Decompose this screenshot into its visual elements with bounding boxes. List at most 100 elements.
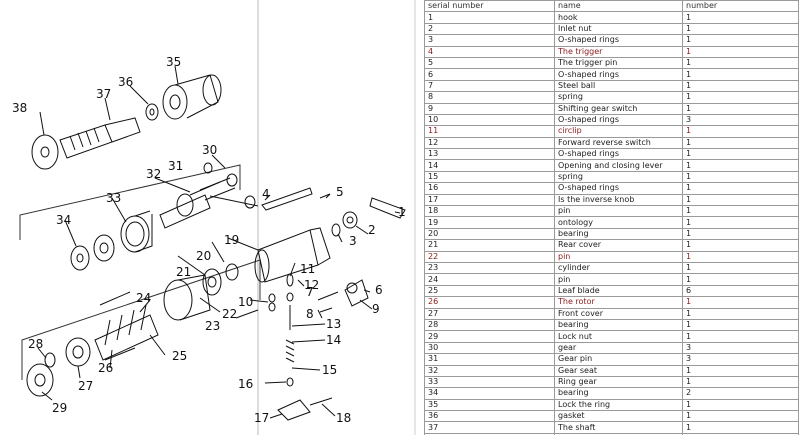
quantity-cell: 1 xyxy=(682,250,799,264)
name-cell: Steel ball xyxy=(554,79,683,93)
callout-38: 38 xyxy=(12,101,27,115)
callout-32: 32 xyxy=(146,167,161,181)
quantity-cell: 1 xyxy=(682,170,799,184)
quantity-cell: 1 xyxy=(682,261,799,275)
name-cell: Inlet nut xyxy=(554,22,683,36)
name-cell: Shifting gear switch xyxy=(554,102,683,115)
header-serial-number: serial number xyxy=(424,0,555,13)
name-cell: Lock nut xyxy=(554,330,683,343)
name-cell: O-shaped rings xyxy=(554,68,683,81)
quantity-cell: 1 xyxy=(682,102,799,115)
body-assembly xyxy=(254,187,406,421)
callout-33: 33 xyxy=(106,191,121,205)
name-cell: Front cover xyxy=(554,307,683,320)
serial-cell: 2 xyxy=(424,22,555,36)
name-cell: Gear seat xyxy=(554,364,683,377)
name-cell: The shaft xyxy=(554,421,683,434)
serial-cell: 14 xyxy=(424,159,555,172)
quantity-cell: 1 xyxy=(682,375,799,389)
name-cell: bearing xyxy=(554,318,683,332)
callout-16: 16 xyxy=(238,377,253,391)
callout-7: 7 xyxy=(306,285,314,299)
callout-30: 30 xyxy=(202,143,217,157)
name-cell: gear xyxy=(554,341,683,355)
serial-cell: 6 xyxy=(424,68,555,81)
serial-cell: 26 xyxy=(424,296,555,309)
serial-cell: 37 xyxy=(424,421,555,434)
name-cell: Opening and closing lever xyxy=(554,159,683,172)
quantity-cell: 1 xyxy=(682,227,799,241)
callout-14: 14 xyxy=(326,333,341,347)
callout-22: 22 xyxy=(222,307,237,321)
name-cell: spring xyxy=(554,91,683,104)
serial-cell: 36 xyxy=(424,410,555,423)
name-cell: Ring gear xyxy=(554,375,683,389)
name-cell: The trigger xyxy=(554,45,683,58)
quantity-cell: 1 xyxy=(682,56,799,70)
serial-cell: 21 xyxy=(424,239,555,252)
name-cell: Lock the ring xyxy=(554,398,683,412)
serial-cell: 20 xyxy=(424,227,555,241)
quantity-cell: 1 xyxy=(682,159,799,172)
serial-cell: 34 xyxy=(424,387,555,400)
quantity-cell: 1 xyxy=(682,22,799,36)
name-cell: The rotor xyxy=(554,296,683,309)
quantity-cell: 1 xyxy=(682,182,799,195)
callout-25: 25 xyxy=(172,349,187,363)
shaft-assembly xyxy=(31,74,222,170)
quantity-cell: 1 xyxy=(682,273,799,286)
callout-31: 31 xyxy=(168,159,183,173)
callout-36: 36 xyxy=(118,75,133,89)
serial-cell: 23 xyxy=(424,261,555,275)
serial-cell: 22 xyxy=(424,250,555,264)
name-cell: Is the inverse knob xyxy=(554,193,683,207)
callout-19: 19 xyxy=(224,233,239,247)
callout-35: 35 xyxy=(166,55,181,69)
quantity-cell: 2 xyxy=(682,387,799,400)
quantity-cell: 1 xyxy=(682,148,799,161)
serial-cell: 12 xyxy=(424,136,555,150)
name-cell: cylinder xyxy=(554,261,683,275)
exploded-parts-diagram: 1 2 3 4 5 6 7 8 9 10 11 12 13 14 15 16 1… xyxy=(12,0,416,435)
callout-9: 9 xyxy=(372,302,380,316)
quantity-cell: 1 xyxy=(682,193,799,207)
callout-29: 29 xyxy=(52,401,67,415)
name-cell: circlip xyxy=(554,125,683,138)
callout-18: 18 xyxy=(336,411,351,425)
callout-13: 13 xyxy=(326,317,341,331)
header-name: name xyxy=(554,0,683,13)
serial-cell: 27 xyxy=(424,307,555,320)
quantity-cell: 1 xyxy=(682,11,799,24)
quantity-cell: 1 xyxy=(682,410,799,423)
quantity-cell: 1 xyxy=(682,398,799,412)
serial-cell: 17 xyxy=(424,193,555,207)
serial-cell: 8 xyxy=(424,91,555,104)
serial-cell: 11 xyxy=(424,125,555,138)
quantity-cell: 1 xyxy=(682,421,799,434)
callout-26: 26 xyxy=(98,361,113,375)
name-cell: Leaf blade xyxy=(554,284,683,298)
callout-5: 5 xyxy=(336,185,344,199)
name-cell: The trigger pin xyxy=(554,56,683,70)
serial-cell: 1 xyxy=(424,11,555,24)
callout-17: 17 xyxy=(254,411,269,425)
serial-cell: 29 xyxy=(424,330,555,343)
name-cell: hook xyxy=(554,11,683,24)
quantity-cell: 1 xyxy=(682,34,799,47)
name-cell: spring xyxy=(554,170,683,184)
